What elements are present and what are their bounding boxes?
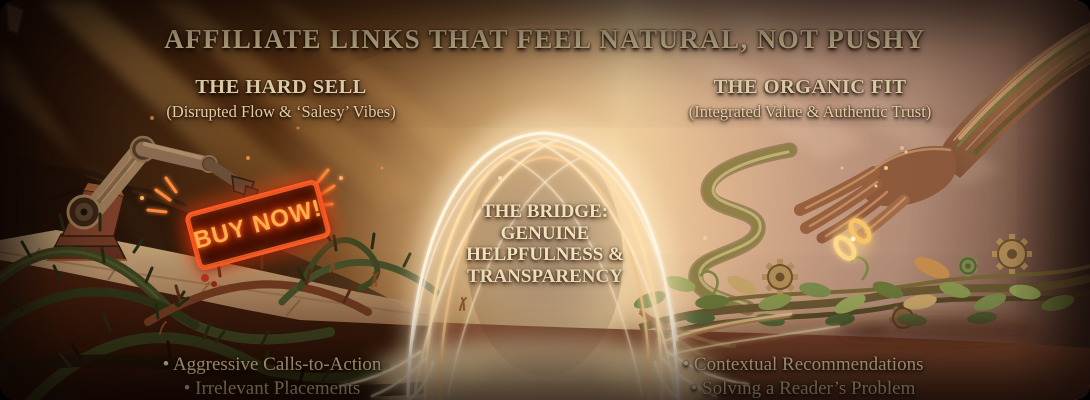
organic-hand-icon [794,22,1090,244]
ember-particles [150,116,384,170]
bridge-caption: THE BRIDGE: GENUINE HELPFULNESS & TRANSP… [435,201,655,287]
right-bullet-item: • Solving a Reader’s Problem [690,378,916,399]
left-bullet-list: • Aggressive Calls-to-Action • Irrelevan… [102,353,442,400]
bridge-arch-icon [338,111,750,400]
right-section-header: THE ORGANIC FIT (Integrated Value & Auth… [630,76,990,122]
vine-leaves [633,257,1075,327]
bridge-caption-line: TRANSPARENCY [467,265,623,287]
chain-link-icon [832,218,872,261]
hand-shadow [836,317,1035,343]
left-bullet-item: • Aggressive Calls-to-Action [162,354,382,375]
page-title: AFFILIATE LINKS THAT FEEL NATURAL, NOT P… [164,24,926,54]
left-subheading: (Disrupted Flow & ‘Salesy’ Vibes) [166,102,396,121]
gripper-claw-icon [4,0,26,36]
bridge-caption-line: HELPFULNESS & [466,244,624,265]
bridge-caption-line: THE BRIDGE: [481,201,609,222]
particles [428,116,904,252]
right-bullet-item: • Contextual Recommendations [682,354,924,375]
left-section-header: THE HARD SELL (Disrupted Flow & ‘Salesy’… [101,76,461,122]
thorn-vines-icon [0,212,467,400]
left-bullet-item: • Irrelevant Placements [183,378,361,399]
leafy-vine-icon [610,234,1090,358]
grass-tufts [159,257,467,335]
robot-arm-icon [46,135,259,261]
bridge-caption-line: GENUINE [500,222,590,244]
left-heading: THE HARD SELL [195,76,367,98]
right-subheading: (Integrated Value & Authentic Trust) [688,102,932,121]
right-heading: THE ORGANIC FIT [713,76,907,98]
winding-path-icon [688,142,798,316]
right-bullet-list: • Contextual Recommendations • Solving a… [633,353,973,400]
